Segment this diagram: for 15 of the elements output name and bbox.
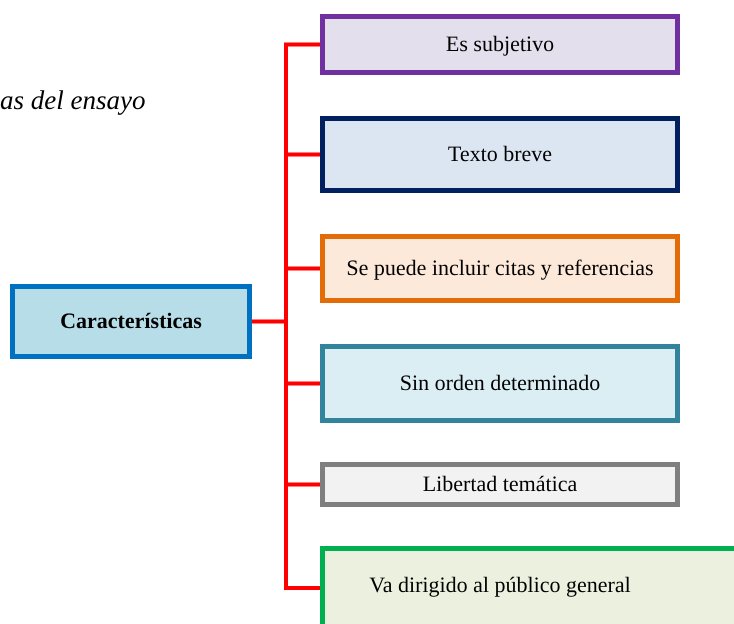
- topic-box: [320, 546, 734, 624]
- box-text: Va dirigido al público general: [369, 572, 631, 598]
- box-text: Se puede incluir citas y referencias: [346, 256, 654, 281]
- box-text: Texto breve: [448, 142, 552, 167]
- topic-box: [320, 462, 680, 507]
- box-text: Libertad temática: [422, 472, 578, 497]
- box-text: Es subjetivo: [446, 32, 554, 57]
- box-text: Características: [60, 309, 202, 334]
- box-text: Sin orden determinado: [400, 371, 600, 396]
- title: as del ensayo: [0, 84, 146, 117]
- topic-box: [320, 234, 680, 303]
- topic-box: [320, 344, 680, 423]
- topic-box: [10, 284, 252, 359]
- topic-box: [320, 116, 680, 193]
- topic-box: [320, 14, 680, 75]
